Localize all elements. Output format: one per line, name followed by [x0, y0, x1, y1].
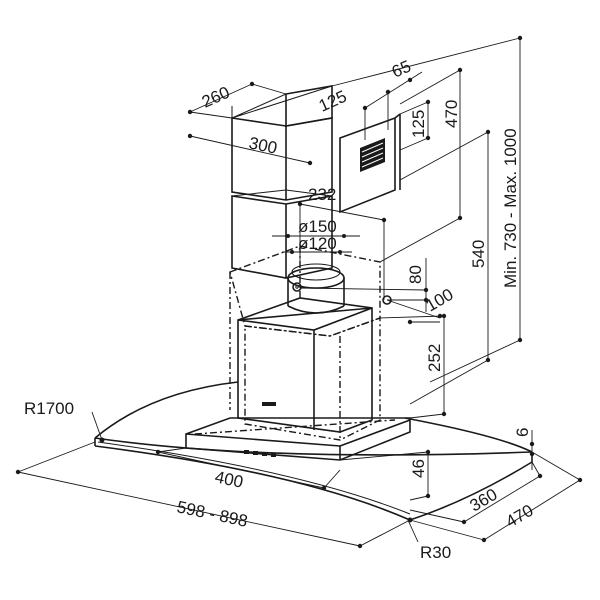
brand-logo	[262, 402, 276, 406]
upper-chimney	[231, 85, 401, 214]
label-125-top: 125	[316, 87, 350, 116]
label-470-bottom: 470	[503, 501, 537, 532]
label-260: 260	[199, 83, 233, 112]
dimension-lines	[15, 35, 583, 549]
canopy	[94, 381, 533, 521]
label-470-top: 470	[442, 100, 461, 128]
label-dia-150: ø150	[298, 217, 337, 236]
air-outlet	[287, 263, 392, 314]
label-300: 300	[247, 133, 279, 157]
lower-chimney	[231, 189, 333, 279]
mounting-outline	[229, 245, 381, 441]
label-252: 252	[425, 344, 444, 372]
label-125-side: 125	[409, 110, 428, 138]
label-min-max: Min. 730 - Max. 1000	[501, 128, 520, 288]
control-panel	[244, 450, 276, 457]
motor-box	[237, 297, 373, 433]
label-46: 46	[409, 459, 428, 478]
label-r30: R30	[420, 543, 451, 562]
label-598-898: 598 - 898	[175, 497, 249, 531]
label-540: 540	[469, 240, 488, 268]
label-dia-120: ø120	[298, 234, 337, 253]
label-400: 400	[213, 467, 245, 491]
label-232: 232	[308, 185, 336, 204]
label-r1700: R1700	[24, 399, 74, 418]
vent-grille	[360, 138, 385, 172]
label-80: 80	[406, 265, 425, 284]
label-6: 6	[513, 428, 532, 437]
label-360: 360	[467, 485, 501, 516]
